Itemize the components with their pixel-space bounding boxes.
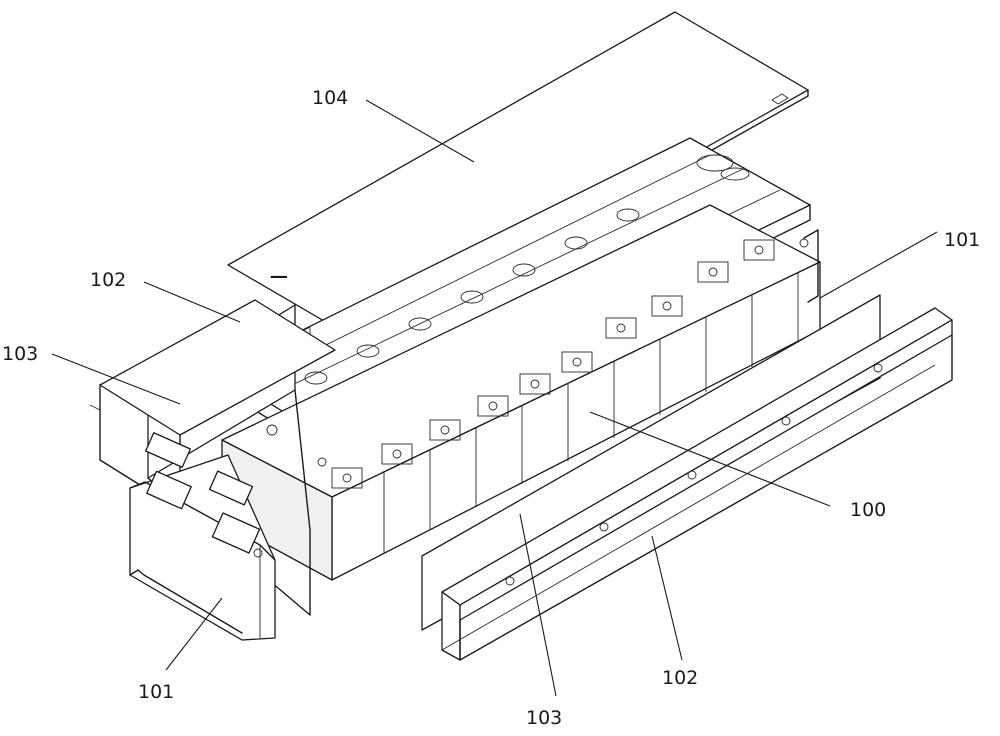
leader-101-left: [165, 597, 223, 671]
label-cover-104: 104: [312, 87, 348, 109]
label-insulator-103-right: 103: [526, 707, 562, 729]
end-plate-right: [803, 229, 819, 303]
side-plate-right: [441, 307, 953, 661]
tray-slots-back-row: [304, 154, 750, 385]
leader-103-left: [51, 353, 181, 405]
label-end-plate-101-right: 101: [944, 229, 980, 251]
leader-102-left: [143, 281, 241, 323]
label-insulator-103-left: 103: [2, 343, 38, 365]
leader-lines: [51, 99, 938, 697]
leader-104: [365, 99, 475, 163]
cell-terminals: [331, 239, 775, 489]
label-end-plate-101-left: 101: [138, 681, 174, 703]
part-labels: 104 101 102 103 100 101 103 102: [2, 87, 980, 729]
leader-101-right: [819, 231, 938, 299]
leader-103-right: [519, 513, 557, 697]
cell-vent-holes: [266, 238, 809, 467]
leader-100: [589, 411, 831, 507]
label-side-plate-102-left: 102: [90, 269, 126, 291]
cell-stack: [221, 204, 821, 581]
leader-102-right: [651, 535, 683, 661]
side-plate-bolt-holes: [505, 363, 883, 586]
label-side-plate-102-right: 102: [662, 667, 698, 689]
cover-minus-symbol: −: [268, 262, 290, 292]
end-plate-left: [129, 432, 276, 641]
end-plate-connectors: [145, 432, 263, 558]
label-cell-stack-100: 100: [850, 499, 886, 521]
cell-divider-lines: [383, 273, 799, 553]
